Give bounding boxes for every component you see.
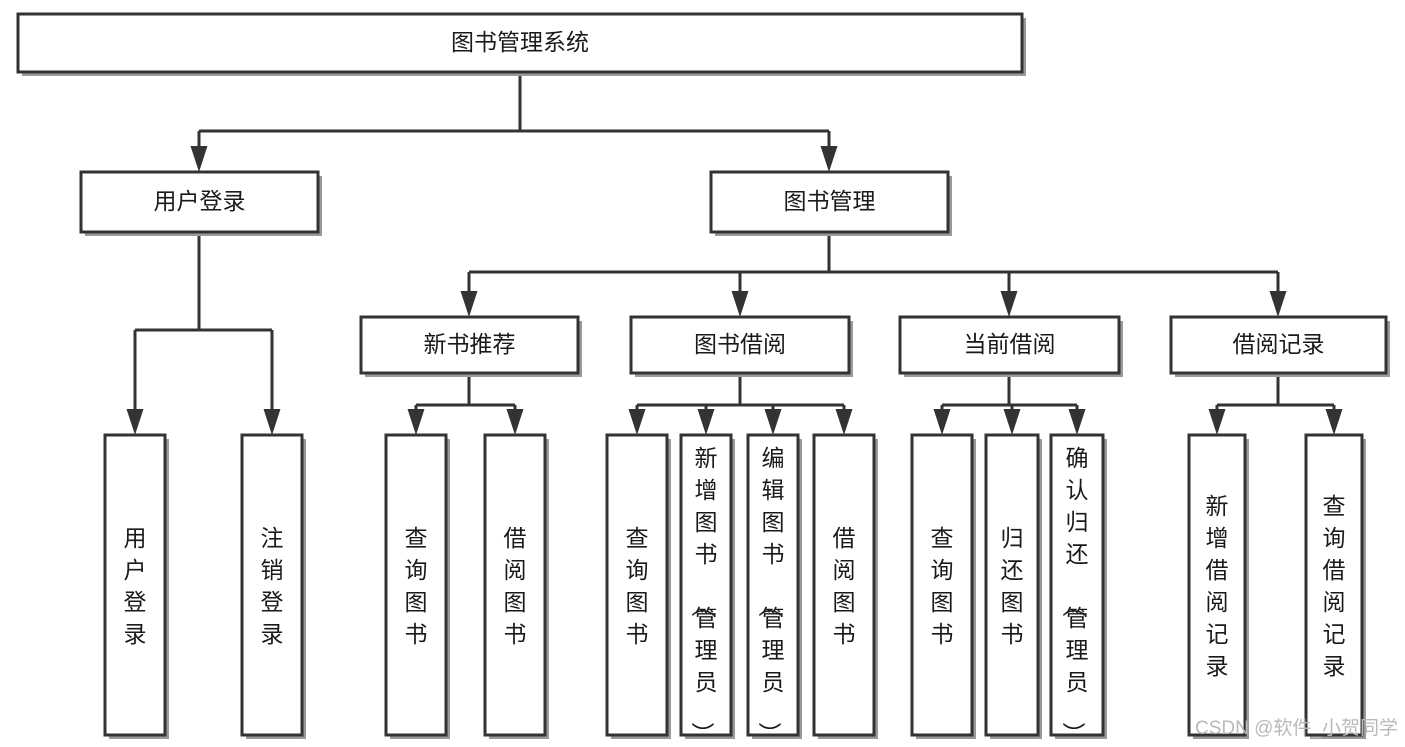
group-3-drop-0-arrowhead — [1208, 409, 1226, 435]
level3-node-2-rect[interactable] — [898, 315, 1121, 375]
leaf-node-2-label: 查询图书 — [405, 525, 428, 647]
root-node[interactable]: 图书管理系统 — [16, 12, 1026, 76]
group-1-drop-0-arrowhead — [628, 409, 646, 435]
books-drop-1-arrowhead — [731, 291, 749, 317]
leaf-node-11-rect[interactable] — [1187, 433, 1247, 737]
login-drop-1-arrowhead — [263, 409, 281, 435]
leaf-node-1-rect[interactable] — [240, 433, 304, 737]
leaf-node-7-rect[interactable] — [812, 433, 876, 737]
leaf-node-6-label: 编辑图书（管理员） — [757, 445, 785, 745]
level2-node-1[interactable]: 图书管理 — [709, 170, 952, 236]
books-drop-0-arrowhead — [460, 291, 478, 317]
leaf-node-4-label: 查询图书 — [626, 525, 649, 647]
leaf-node-11-label: 新增借阅记录 — [1206, 493, 1229, 679]
root-node-rect[interactable] — [16, 12, 1024, 74]
level2-node-1-rect[interactable] — [709, 170, 950, 234]
books-drop-2-arrowhead — [1000, 291, 1018, 317]
leaf-node-4[interactable]: 查询图书 — [605, 433, 671, 739]
group-1-drop-3-arrowhead — [835, 409, 853, 435]
leaf-node-1-label: 注销登录 — [261, 525, 284, 647]
node-layer: 图书管理系统用户登录图书管理新书推荐图书借阅当前借阅借阅记录用户登录注销登录查询… — [16, 12, 1390, 745]
leaf-node-7[interactable]: 借阅图书 — [812, 433, 878, 739]
leaf-node-11[interactable]: 新增借阅记录 — [1187, 433, 1249, 739]
level3-node-0-label: 新书推荐 — [424, 331, 516, 357]
leaf-node-6-rect[interactable] — [746, 433, 800, 737]
level3-node-0[interactable]: 新书推荐 — [359, 315, 582, 377]
level3-node-3-label: 借阅记录 — [1233, 331, 1325, 357]
level3-node-3[interactable]: 借阅记录 — [1169, 315, 1390, 377]
leaf-node-2[interactable]: 查询图书 — [384, 433, 450, 739]
leaf-node-9-label: 归还图书 — [1001, 525, 1024, 647]
level2-node-1-label: 图书管理 — [784, 188, 876, 214]
leaf-node-10[interactable]: 确认归还（管理员） — [1049, 433, 1107, 745]
level3-node-1-rect[interactable] — [629, 315, 851, 375]
group-1-drop-1-arrowhead — [697, 409, 715, 435]
leaf-node-10-rect[interactable] — [1049, 433, 1105, 737]
leaf-node-0-rect[interactable] — [103, 433, 167, 737]
leaf-node-0[interactable]: 用户登录 — [103, 433, 169, 739]
leaf-node-8-rect[interactable] — [910, 433, 974, 737]
leaf-node-1[interactable]: 注销登录 — [240, 433, 306, 739]
level3-node-2[interactable]: 当前借阅 — [898, 315, 1123, 377]
leaf-node-6[interactable]: 编辑图书（管理员） — [746, 433, 802, 745]
books-drop-3-arrowhead — [1269, 291, 1287, 317]
leaf-node-12[interactable]: 查询借阅记录 — [1304, 433, 1366, 739]
group-2-drop-2-arrowhead — [1068, 409, 1086, 435]
group-1-drop-2-arrowhead — [764, 409, 782, 435]
level3-node-3-rect[interactable] — [1169, 315, 1388, 375]
leaf-node-9-rect[interactable] — [984, 433, 1040, 737]
leaf-node-5-rect[interactable] — [679, 433, 733, 737]
group-0-drop-1-arrowhead — [506, 409, 524, 435]
leaf-node-3-rect[interactable] — [483, 433, 547, 737]
leaf-node-12-rect[interactable] — [1304, 433, 1364, 737]
watermark-text: CSDN @软件_小贺同学 — [1195, 717, 1398, 739]
root-drop-0-arrowhead — [190, 146, 208, 172]
leaf-node-5-label: 新增图书（管理员） — [690, 445, 718, 745]
group-3-drop-1-arrowhead — [1325, 409, 1343, 435]
leaf-node-12-label: 查询借阅记录 — [1323, 493, 1346, 679]
group-2-drop-0-arrowhead — [933, 409, 951, 435]
leaf-node-7-label: 借阅图书 — [833, 525, 856, 647]
leaf-node-3[interactable]: 借阅图书 — [483, 433, 549, 739]
leaf-node-10-label: 确认归还（管理员） — [1061, 445, 1089, 745]
leaf-node-8[interactable]: 查询图书 — [910, 433, 976, 739]
level2-node-0-label: 用户登录 — [154, 188, 246, 214]
root-node-label: 图书管理系统 — [451, 29, 589, 55]
level3-node-2-label: 当前借阅 — [964, 331, 1056, 357]
leaf-node-4-rect[interactable] — [605, 433, 669, 737]
level3-node-0-rect[interactable] — [359, 315, 580, 375]
connector-layer — [126, 72, 1343, 435]
leaf-node-9[interactable]: 归还图书 — [984, 433, 1042, 739]
leaf-node-2-rect[interactable] — [384, 433, 448, 737]
leaf-node-8-label: 查询图书 — [931, 525, 954, 647]
level3-node-1[interactable]: 图书借阅 — [629, 315, 853, 377]
group-0-drop-0-arrowhead — [407, 409, 425, 435]
leaf-node-3-label: 借阅图书 — [504, 525, 527, 647]
level2-node-0[interactable]: 用户登录 — [79, 170, 322, 236]
level2-node-0-rect[interactable] — [79, 170, 320, 234]
level3-node-1-label: 图书借阅 — [694, 331, 786, 357]
login-drop-0-arrowhead — [126, 409, 144, 435]
leaf-node-5[interactable]: 新增图书（管理员） — [679, 433, 735, 745]
leaf-node-0-label: 用户登录 — [124, 525, 147, 647]
root-drop-1-arrowhead — [820, 146, 838, 172]
group-2-drop-1-arrowhead — [1003, 409, 1021, 435]
